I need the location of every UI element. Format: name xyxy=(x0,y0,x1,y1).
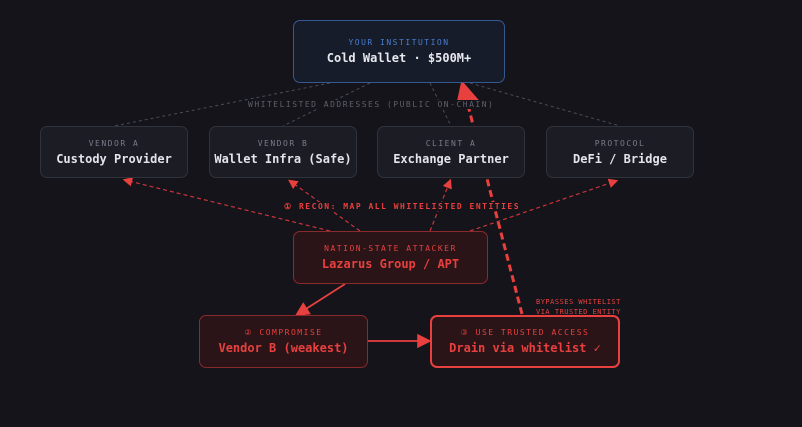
bypass-note: BYPASSES WHITELIST VIA TRUSTED ENTITY xyxy=(536,297,621,317)
compromise-node: ② COMPROMISE Vendor B (weakest) xyxy=(199,315,368,368)
institution-label: YOUR INSTITUTION xyxy=(348,38,450,47)
bypass-note-line: VIA TRUSTED ENTITY xyxy=(536,308,621,316)
institution-node: YOUR INSTITUTION Cold Wallet · $500M+ xyxy=(293,20,505,83)
attacker-title: Lazarus Group / APT xyxy=(321,257,460,271)
whitelist-label: WHITELISTED ADDRESSES (PUBLIC ON-CHAIN) xyxy=(248,100,495,109)
entity-vendor-b: VENDOR B Wallet Infra (Safe) xyxy=(209,126,357,178)
compromise-title: Vendor B (weakest) xyxy=(218,341,349,355)
entity-client-a: CLIENT A Exchange Partner xyxy=(377,126,525,178)
institution-title: Cold Wallet · $500M+ xyxy=(326,51,472,65)
compromise-label: ② COMPROMISE xyxy=(244,328,323,337)
attacker-label: NATION-STATE ATTACKER xyxy=(324,244,457,253)
entity-title: Wallet Infra (Safe) xyxy=(214,151,352,166)
entity-label: CLIENT A xyxy=(425,138,477,148)
entity-label: VENDOR A xyxy=(88,138,140,148)
entity-title: Custody Provider xyxy=(56,151,172,166)
bypass-note-line: BYPASSES WHITELIST xyxy=(536,298,621,306)
recon-label: ① RECON: MAP ALL WHITELISTED ENTITIES xyxy=(284,202,521,211)
entity-title: DeFi / Bridge xyxy=(573,151,667,166)
drain-label: ③ USE TRUSTED ACCESS xyxy=(460,328,590,337)
drain-title: Drain via whitelist ✓ xyxy=(449,341,601,355)
entity-protocol: PROTOCOL DeFi / Bridge xyxy=(546,126,694,178)
entity-label: VENDOR B xyxy=(257,138,309,148)
attacker-node: NATION-STATE ATTACKER Lazarus Group / APT xyxy=(293,231,488,284)
entity-title: Exchange Partner xyxy=(393,151,509,166)
entity-vendor-a: VENDOR A Custody Provider xyxy=(40,126,188,178)
drain-node: ③ USE TRUSTED ACCESS Drain via whitelist … xyxy=(430,315,620,368)
entity-label: PROTOCOL xyxy=(594,138,646,148)
